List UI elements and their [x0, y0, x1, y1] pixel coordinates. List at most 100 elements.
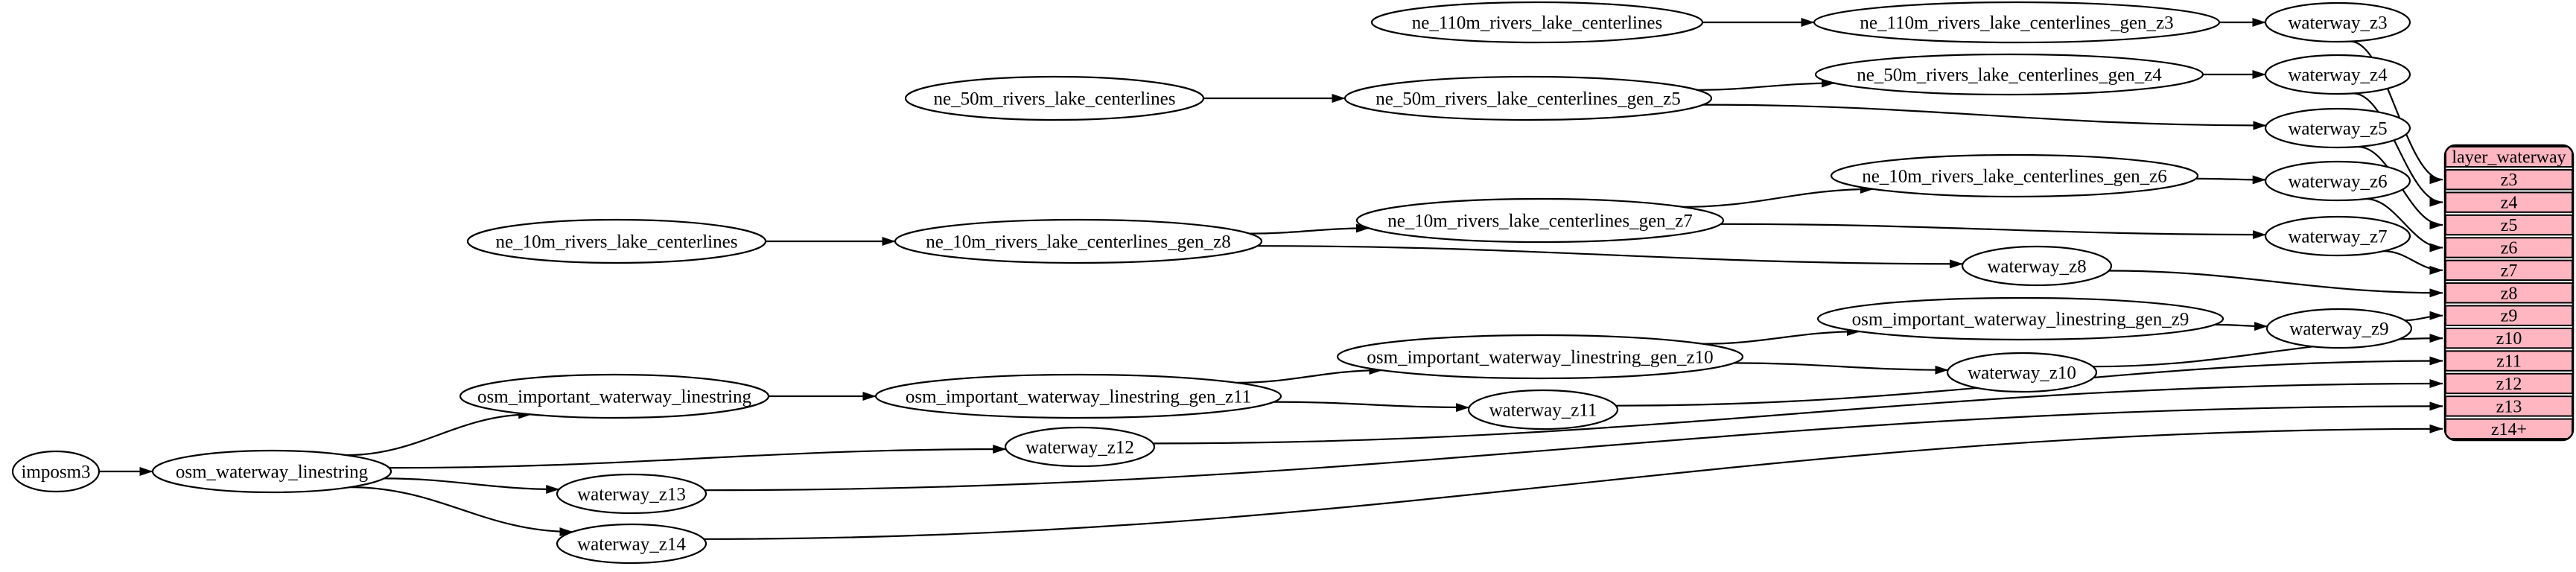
node-imposm3: imposm3 — [11, 450, 101, 493]
node-label: waterway_z14 — [577, 535, 686, 555]
record-row-label-z10: z10 — [2496, 329, 2522, 349]
edge-osm_important_waterway_linestring_gen_z11-to-waterway_z11 — [1273, 401, 1470, 413]
node-label: waterway_z10 — [1968, 363, 2076, 384]
node-waterway_z4: waterway_z4 — [2264, 54, 2411, 95]
node-ellipse — [1814, 53, 2204, 96]
record-outline — [2443, 144, 2575, 442]
node-label: ne_50m_rivers_lake_centerlines_gen_z5 — [1376, 89, 1681, 109]
record-row-z10 — [2445, 327, 2573, 349]
record-row-z7 — [2445, 259, 2573, 282]
node-ellipse — [2264, 1, 2411, 43]
node-ellipse — [2264, 107, 2411, 149]
node-ellipse — [1004, 426, 1156, 468]
edge-waterway_z9-to-layer_waterway:z9 — [2404, 311, 2443, 322]
node-ellipse — [151, 449, 392, 494]
node-ellipse — [1830, 153, 2199, 198]
record-row-z4 — [2445, 191, 2573, 213]
node-waterway_z12: waterway_z12 — [1004, 426, 1156, 468]
record-layer_waterway: layer_waterwayz3z4z5z6z7z8z9z10z11z12z13… — [2443, 144, 2575, 442]
node-label: ne_10m_rivers_lake_centerlines_gen_z6 — [1862, 167, 2167, 187]
node-ellipse — [1370, 1, 1704, 44]
node-label: ne_110m_rivers_lake_centerlines — [1412, 13, 1662, 34]
edge-waterway_z3-to-layer_waterway:z3 — [2350, 40, 2443, 185]
record-row-label-z4: z4 — [2501, 194, 2518, 213]
node-ellipse — [1816, 296, 2224, 341]
node-label: waterway_z9 — [2289, 320, 2388, 340]
node-ne_10m_rivers_lake_centerlines: ne_10m_rivers_lake_centerlines — [466, 218, 767, 264]
node-ne_10m_rivers_lake_centerlines_gen_z6: ne_10m_rivers_lake_centerlines_gen_z6 — [1830, 153, 2199, 198]
node-label: ne_50m_rivers_lake_centerlines — [934, 89, 1176, 109]
node-ellipse — [466, 218, 767, 264]
node-label: osm_important_waterway_linestring_gen_z9 — [1852, 310, 2189, 330]
node-ellipse — [2264, 215, 2411, 257]
node-osm_important_waterway_linestring_gen_z9: osm_important_waterway_linestring_gen_z9 — [1816, 296, 2224, 341]
node-waterway_z9: waterway_z9 — [2265, 308, 2413, 349]
node-waterway_z10: waterway_z10 — [1946, 352, 2098, 393]
edge-ne_10m_rivers_lake_centerlines_gen_z7-to-ne_10m_rivers_lake_centerlines_gen_z6 — [1683, 184, 1874, 208]
node-label: waterway_z7 — [2288, 227, 2387, 247]
node-label: waterway_z8 — [1987, 257, 2086, 277]
node-waterway_z7: waterway_z7 — [2264, 215, 2411, 257]
edge-waterway_z7-to-layer_waterway:z7 — [2383, 250, 2443, 275]
record-row-z9 — [2445, 305, 2573, 326]
edge-osm_important_waterway_linestring_gen_z10-to-osm_important_waterway_linestring_gen_z9 — [1702, 327, 1860, 345]
node-label: ne_10m_rivers_lake_centerlines — [496, 232, 738, 252]
record-row-label-z12: z12 — [2496, 375, 2522, 394]
node-ellipse — [11, 450, 101, 493]
edge-ne_10m_rivers_lake_centerlines_gen_z6-to-waterway_z6 — [2195, 175, 2266, 185]
node-osm_important_waterway_linestring_gen_z10: osm_important_waterway_linestring_gen_z1… — [1336, 334, 1744, 380]
node-waterway_z13: waterway_z13 — [556, 473, 707, 515]
node-ellipse — [904, 75, 1205, 121]
record-row-label-z14+: z14+ — [2491, 420, 2527, 439]
record-row-label-z8: z8 — [2501, 284, 2518, 303]
node-label: osm_important_waterway_linestring — [477, 387, 751, 407]
node-label: waterway_z4 — [2288, 66, 2388, 86]
node-label: ne_50m_rivers_lake_centerlines_gen_z4 — [1857, 66, 2162, 86]
node-label: osm_important_waterway_linestring_gen_z1… — [906, 387, 1251, 407]
node-ne_110m_rivers_lake_centerlines_gen_z3: ne_110m_rivers_lake_centerlines_gen_z3 — [1813, 1, 2221, 44]
edge-ne_50m_rivers_lake_centerlines_gen_z5-to-ne_50m_rivers_lake_centerlines_gen_z4 — [1696, 78, 1835, 91]
record-row-z8 — [2445, 282, 2573, 304]
node-waterway_z8: waterway_z8 — [1961, 245, 2113, 287]
edges — [99, 18, 2443, 540]
node-ne_10m_rivers_lake_centerlines_gen_z7: ne_10m_rivers_lake_centerlines_gen_z7 — [1355, 197, 1725, 244]
edge-waterway_z4-to-layer_waterway:z4 — [2353, 92, 2443, 207]
node-ellipse — [1467, 389, 1619, 430]
node-label: ne_110m_rivers_lake_centerlines_gen_z3 — [1860, 13, 2173, 34]
node-ellipse — [1343, 75, 1713, 121]
node-osm_important_waterway_linestring: osm_important_waterway_linestring — [459, 373, 770, 419]
node-label: ne_10m_rivers_lake_centerlines_gen_z8 — [926, 232, 1231, 252]
record-row-label-z5: z5 — [2501, 216, 2518, 235]
edge-waterway_z6-to-layer_waterway:z6 — [2365, 197, 2443, 252]
node-label: osm_waterway_linestring — [176, 463, 369, 483]
record-row-z5 — [2445, 214, 2573, 236]
edge-waterway_z8-to-layer_waterway:z8 — [2108, 270, 2443, 298]
node-label: waterway_z11 — [1489, 401, 1597, 421]
node-label: waterway_z3 — [2288, 13, 2387, 34]
node-ne_50m_rivers_lake_centerlines: ne_50m_rivers_lake_centerlines — [904, 75, 1205, 121]
node-ellipse — [2265, 308, 2413, 349]
node-osm_important_waterway_linestring_gen_z11: osm_important_waterway_linestring_gen_z1… — [874, 373, 1282, 419]
record-row-label-z7: z7 — [2501, 261, 2518, 281]
edge-osm_waterway_linestring-to-waterway_z12 — [389, 445, 1007, 469]
record-row-label-z13: z13 — [2496, 397, 2522, 416]
edge-waterway_z13-to-layer_waterway:z13 — [705, 401, 2443, 492]
node-label: waterway_z6 — [2288, 172, 2387, 192]
record-row-label-z6: z6 — [2501, 238, 2518, 258]
edge-ne_10m_rivers_lake_centerlines_gen_z8-to-waterway_z8 — [1257, 245, 1963, 269]
edge-waterway_z14-to-layer_waterway:z14+ — [704, 424, 2443, 540]
record-row-label-z3: z3 — [2501, 171, 2518, 190]
node-waterway_z11: waterway_z11 — [1467, 389, 1619, 430]
node-waterway_z5: waterway_z5 — [2264, 107, 2411, 149]
node-ne_50m_rivers_lake_centerlines_gen_z5: ne_50m_rivers_lake_centerlines_gen_z5 — [1343, 75, 1713, 121]
node-label: ne_10m_rivers_lake_centerlines_gen_z7 — [1387, 212, 1693, 232]
node-label: waterway_z12 — [1025, 438, 1134, 458]
node-ellipse — [1355, 197, 1725, 244]
edge-osm_waterway_linestring-to-waterway_z14 — [350, 486, 573, 537]
node-label: osm_important_waterway_linestring_gen_z1… — [1367, 348, 1713, 368]
edge-osm_important_waterway_linestring_gen_z11-to-osm_important_waterway_linestring_gen_z10 — [1236, 366, 1383, 384]
edge-waterway_z12-to-layer_waterway:z12 — [1153, 379, 2443, 445]
node-ellipse — [1961, 245, 2113, 287]
node-waterway_z14: waterway_z14 — [556, 523, 707, 565]
